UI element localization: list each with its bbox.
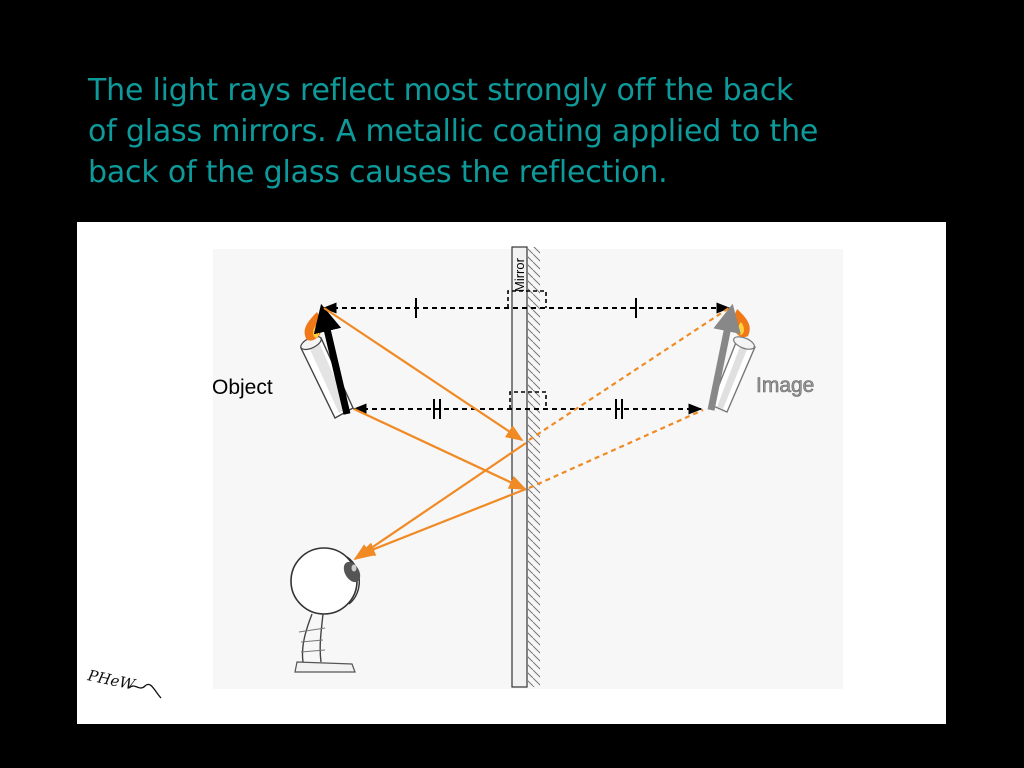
virtual-ray-top	[528, 307, 730, 441]
mirror	[511, 246, 540, 688]
caption-line-3: back of the glass causes the reflection.	[88, 155, 668, 190]
object-arrow	[313, 303, 351, 415]
image-label: Image	[756, 374, 814, 397]
caption-line-2: of glass mirrors. A metallic coating app…	[88, 114, 819, 149]
eye-icon	[290, 547, 361, 673]
artist-signature: PHeW	[85, 666, 162, 699]
caption: The light rays reflect most strongly off…	[88, 70, 948, 193]
reflected-ray-bottom	[357, 487, 527, 557]
caption-line-1: The light rays reflect most strongly off…	[88, 73, 794, 108]
incident-ray-bottom	[353, 408, 527, 490]
mirror-label: Mirror	[512, 257, 527, 292]
image-candle	[707, 303, 756, 413]
object-candle	[300, 303, 354, 419]
incident-ray-top	[323, 307, 524, 441]
reflected-ray-top	[353, 442, 527, 560]
image-arrow	[707, 303, 741, 411]
mirror-diagram: Mirror Object	[77, 222, 946, 724]
signature-text: PHeW	[85, 666, 138, 694]
diagram-svg: Mirror Object	[85, 246, 843, 699]
light-rays	[323, 307, 730, 560]
object-label: Object	[212, 376, 273, 399]
virtual-ray-bottom	[528, 408, 704, 490]
distance-lines	[322, 290, 731, 419]
